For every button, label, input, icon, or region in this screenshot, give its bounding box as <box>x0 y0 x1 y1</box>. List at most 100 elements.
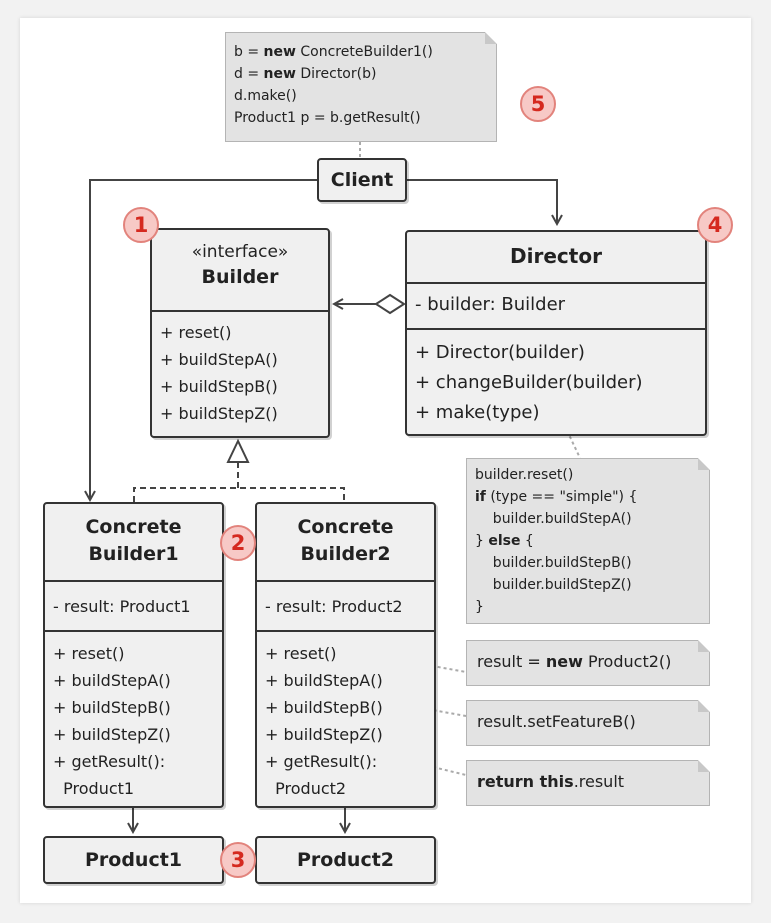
cb2-name-line1: Concrete <box>297 516 394 538</box>
make-code-note: builder.reset() if (type == "simple") { b… <box>466 458 710 624</box>
builder-method-1: + buildStepA() <box>160 350 278 369</box>
director-methods: + Director(builder) + changeBuilder(build… <box>407 328 705 434</box>
cb1-methods: + reset() + buildStepA() + buildStepB() + b… <box>45 630 222 806</box>
badge-1: 1 <box>123 207 159 243</box>
client-note-line-kw: new <box>263 66 296 82</box>
make-note-line: builder.buildStepA() <box>475 508 701 530</box>
note-fold <box>698 700 710 712</box>
builder-method-2: + buildStepB() <box>160 377 278 396</box>
director-method-2: + make(type) <box>415 402 540 423</box>
reset-note-pre: result = <box>477 652 546 671</box>
badge-2: 2 <box>220 525 256 561</box>
cb1-method-1: + buildStepA() <box>53 671 171 690</box>
client-note-line-pre: b = <box>234 44 264 60</box>
client-note-line-post: Director(b) <box>295 66 377 82</box>
reset-note-kw: new <box>545 652 583 671</box>
cb1-name-line2: Builder1 <box>88 543 179 565</box>
make-note-line-pre: } <box>475 533 489 549</box>
badge-5: 5 <box>520 86 556 122</box>
reset-note: result = new Product2() <box>466 640 710 686</box>
badge-4: 4 <box>697 207 733 243</box>
cb1-method-3: + buildStepZ() <box>53 725 171 744</box>
cb2-method-0: + reset() <box>265 644 337 663</box>
make-note-line: } else { <box>475 530 701 552</box>
getresult-note: return this.result <box>466 760 710 806</box>
make-note-line: } <box>475 596 701 618</box>
cb2-field: - result: Product2 <box>257 580 434 630</box>
make-note-lines: builder.reset() if (type == "simple") { b… <box>475 464 701 618</box>
cb1-method-5: Product1 <box>53 779 135 798</box>
client-note-line-pre: Product1 p = b.getResult() <box>234 110 421 126</box>
stepb-note-text: result.setFeatureB() <box>477 712 636 731</box>
make-note-line-pre: builder.buildStepA() <box>475 511 632 527</box>
client-note-line-kw: new <box>263 44 296 60</box>
client-note-line: d = new Director(b) <box>234 63 488 85</box>
aggregation-diamond <box>374 293 406 315</box>
note-fold <box>698 640 710 652</box>
cb2-method-5: Product2 <box>265 779 347 798</box>
client-box[interactable]: Client <box>317 158 407 202</box>
note-fold <box>698 760 710 772</box>
director-box[interactable]: Director - builder: Builder + Director(b… <box>405 230 707 436</box>
client-note-line: Product1 p = b.getResult() <box>234 107 488 129</box>
client-director-arrow <box>406 179 557 224</box>
cb1-header: Concrete Builder1 <box>45 504 222 580</box>
make-note-line-post: (type == "simple") { <box>485 489 638 505</box>
cb1-name-line1: Concrete <box>85 516 182 538</box>
client-note-line: d.make() <box>234 85 488 107</box>
make-note-line-pre: builder.buildStepZ() <box>475 577 632 593</box>
product2-box[interactable]: Product2 <box>255 836 436 884</box>
builder-methods: + reset() + buildStepA() + buildStepB() + b… <box>152 310 328 436</box>
reset-note-post: Product2() <box>582 652 672 671</box>
badge-3: 3 <box>220 842 256 878</box>
concrete-builder1-box[interactable]: Concrete Builder1 - result: Product1 + r… <box>43 502 224 808</box>
client-note-lines: b = new ConcreteBuilder1() d = new Direct… <box>234 41 488 129</box>
director-name: Director <box>510 244 602 268</box>
make-note-line-post: { <box>520 533 534 549</box>
builder-header: «interface» Builder <box>152 230 328 310</box>
director-method-1: + changeBuilder(builder) <box>415 372 643 393</box>
client-cb1-arrow <box>90 179 317 500</box>
getresult-note-kw: return this <box>477 772 574 791</box>
cb2-name-line2: Builder2 <box>300 543 391 565</box>
make-note-line: builder.buildStepB() <box>475 552 701 574</box>
make-note-line-pre: builder.reset() <box>475 467 574 483</box>
realization-triangle <box>226 438 250 463</box>
cb2-method-1: + buildStepA() <box>265 671 383 690</box>
cb2-method-4: + getResult(): <box>265 752 378 771</box>
director-method-0: + Director(builder) <box>415 342 585 363</box>
client-note-line-pre: d.make() <box>234 88 297 104</box>
builder-name: Builder <box>201 266 279 288</box>
make-note-line-pre: } <box>475 599 484 615</box>
make-note-line-pre: builder.buildStepB() <box>475 555 632 571</box>
director-field: - builder: Builder <box>407 282 705 328</box>
cb2-methods: + reset() + buildStepA() + buildStepB() + b… <box>257 630 434 806</box>
client-note-line-pre: d = <box>234 66 264 82</box>
cb1-method-4: + getResult(): <box>53 752 166 771</box>
product1-label: Product1 <box>84 849 183 871</box>
cb2-header: Concrete Builder2 <box>257 504 434 580</box>
cb1-field: - result: Product1 <box>45 580 222 630</box>
product1-box[interactable]: Product1 <box>43 836 224 884</box>
cb2-method-2: + buildStepB() <box>265 698 383 717</box>
builder-interface-box[interactable]: «interface» Builder + reset() + buildStep… <box>150 228 330 438</box>
stepb-note: result.setFeatureB() <box>466 700 710 746</box>
client-note-line-post: ConcreteBuilder1() <box>295 44 433 60</box>
client-code-note: b = new ConcreteBuilder1() d = new Direct… <box>225 32 497 142</box>
make-note-line: if (type == "simple") { <box>475 486 701 508</box>
client-label: Client <box>330 169 394 191</box>
builder-method-3: + buildStepZ() <box>160 404 278 423</box>
cb1-method-0: + reset() <box>53 644 125 663</box>
make-note-line-kw: else <box>488 533 521 549</box>
getresult-note-post: .result <box>573 772 625 791</box>
concrete-builder2-box[interactable]: Concrete Builder2 - result: Product2 + r… <box>255 502 436 808</box>
make-note-line-kw: if <box>475 489 486 505</box>
realization-lines <box>133 462 345 502</box>
cb2-method-3: + buildStepZ() <box>265 725 383 744</box>
make-note-line: builder.reset() <box>475 464 701 486</box>
builder-stereotype: «interface» <box>191 242 289 262</box>
make-note-line: builder.buildStepZ() <box>475 574 701 596</box>
builder-method-0: + reset() <box>160 323 232 342</box>
product2-label: Product2 <box>296 849 395 871</box>
cb1-method-2: + buildStepB() <box>53 698 171 717</box>
